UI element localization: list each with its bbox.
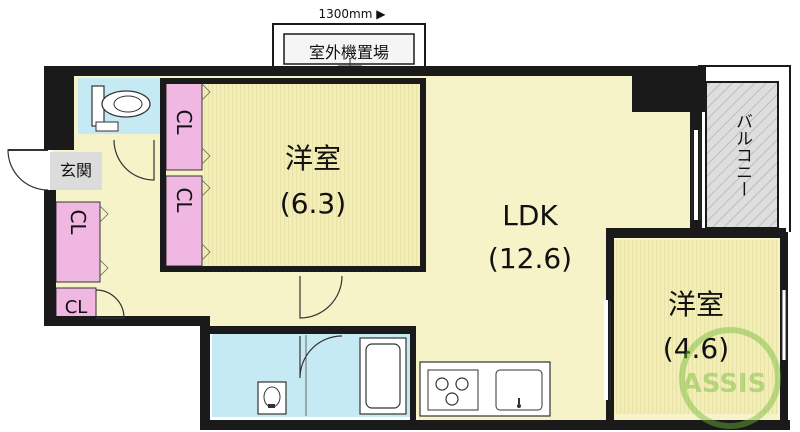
watermark-logo: ASSIS	[679, 327, 781, 429]
wet-area	[212, 333, 412, 417]
toilet-room	[78, 78, 160, 134]
entrance: 玄関	[7, 149, 102, 191]
room-ldk-size: (12.6)	[488, 242, 572, 275]
outdoor-unit-label: 室外機置場	[309, 43, 389, 62]
entrance-label: 玄関	[60, 161, 92, 180]
watermark-text: ASSIS	[682, 369, 767, 399]
interior-doors	[95, 139, 611, 400]
room-western-small-size: (4.6)	[663, 332, 729, 365]
room-western-large-name: 洋室	[285, 142, 341, 175]
windows	[694, 130, 786, 360]
closet-label-1a: CL	[172, 109, 196, 135]
room-western-small-name: 洋室	[668, 288, 724, 321]
room-western-large-size: (6.3)	[280, 187, 346, 220]
closet-label-4: CL	[65, 297, 88, 318]
balcony-label: バルコニー	[732, 113, 752, 198]
outdoor-unit-area: 室外機置場	[272, 23, 426, 90]
kitchen-counter	[419, 361, 551, 417]
closet-label-2: CL	[172, 187, 196, 213]
room-ldk-name: LDK	[502, 199, 558, 232]
dimension-label: 1300mm ▶	[319, 7, 387, 21]
window-frames	[691, 130, 787, 360]
room-western-large	[204, 78, 422, 268]
closets: CL CL CL CL	[55, 79, 211, 323]
balcony: バルコニー	[698, 65, 791, 232]
room-western-small	[614, 240, 778, 414]
closet-label-3: CL	[66, 209, 90, 235]
